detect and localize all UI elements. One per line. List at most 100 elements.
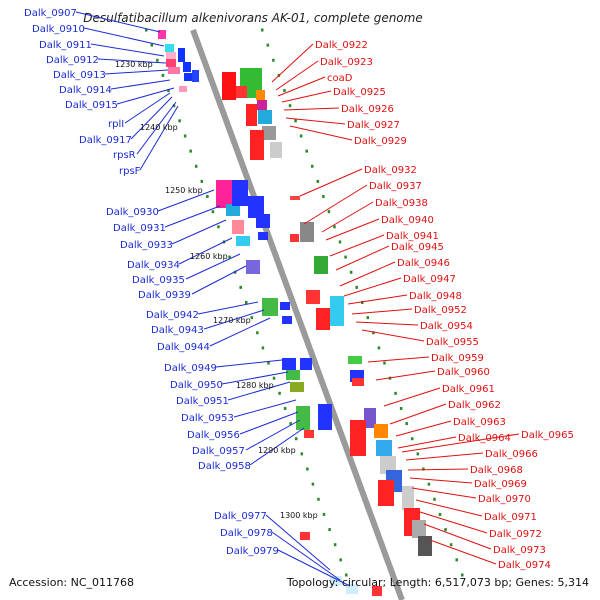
gene-label-dalk-0933[interactable]: Dalk_0933 — [120, 240, 173, 251]
gene-label-dalk-0966[interactable]: Dalk_0966 — [485, 449, 538, 460]
gene-label-dalk-0925[interactable]: Dalk_0925 — [333, 87, 386, 98]
gene-label-dalk-0956[interactable]: Dalk_0956 — [187, 430, 240, 441]
gene-label-dalk-0957[interactable]: Dalk_0957 — [192, 446, 245, 457]
gene-label-dalk-0915[interactable]: Dalk_0915 — [65, 100, 118, 111]
leader-line — [265, 514, 331, 571]
gene-label-dalk-0931[interactable]: Dalk_0931 — [113, 223, 166, 234]
gene-label-dalk-0923[interactable]: Dalk_0923 — [320, 57, 373, 68]
gene-label-dalk-0971[interactable]: Dalk_0971 — [484, 512, 537, 523]
gene-label-dalk-0949[interactable]: Dalk_0949 — [164, 363, 217, 374]
track-tick — [195, 164, 198, 168]
gene-label-dalk-0939[interactable]: Dalk_0939 — [138, 290, 191, 301]
gene-label-dalk-0954[interactable]: Dalk_0954 — [420, 321, 473, 332]
leader-line — [239, 411, 299, 435]
gene-label-dalk-0940[interactable]: Dalk_0940 — [381, 215, 434, 226]
track-tick — [366, 316, 370, 320]
track-tick — [299, 134, 303, 138]
map-title: Desulfatibacillum alkenivorans AK-01, co… — [83, 11, 422, 25]
gene-label-dalk-0960[interactable]: Dalk_0960 — [437, 367, 490, 378]
gene-label-dalk-0962[interactable]: Dalk_0962 — [448, 400, 501, 411]
leader-line — [355, 321, 419, 326]
gene-label-dalk-0946[interactable]: Dalk_0946 — [397, 258, 450, 269]
gene-label-dalk-0914[interactable]: Dalk_0914 — [59, 85, 112, 96]
track-tick — [327, 210, 331, 214]
gene-label-dalk-0972[interactable]: Dalk_0972 — [489, 529, 542, 540]
gene-label-dalk-0938[interactable]: Dalk_0938 — [375, 198, 428, 209]
leader-line — [389, 403, 447, 425]
gene-label-dalk-0941[interactable]: Dalk_0941 — [386, 231, 439, 242]
leader-line — [130, 96, 173, 140]
track-tick — [228, 255, 231, 259]
gene-label-dalk-0958[interactable]: Dalk_0958 — [198, 461, 251, 472]
gene-label-dalk-0964[interactable]: Dalk_0964 — [458, 433, 511, 444]
track-tick — [394, 391, 397, 395]
gene-label-rpsf[interactable]: rpsF — [119, 166, 141, 177]
gene-label-dalk-0926[interactable]: Dalk_0926 — [341, 104, 394, 115]
gene-label-dalk-0955[interactable]: Dalk_0955 — [426, 337, 479, 348]
gene-label-dalk-0912[interactable]: Dalk_0912 — [46, 55, 99, 66]
gene-label-dalk-0963[interactable]: Dalk_0963 — [453, 417, 506, 428]
gene-label-dalk-0922[interactable]: Dalk_0922 — [315, 40, 368, 51]
gene-label-dalk-0947[interactable]: Dalk_0947 — [403, 274, 456, 285]
leader-line — [277, 549, 351, 587]
gene-block — [290, 196, 300, 200]
gene-label-dalk-0934[interactable]: Dalk_0934 — [127, 260, 180, 271]
track-tick — [294, 119, 297, 123]
gene-label-dalk-0911[interactable]: Dalk_0911 — [39, 40, 92, 51]
gene-label-rpli[interactable]: rplI — [108, 119, 124, 130]
track-tick — [344, 255, 347, 259]
track-tick — [272, 58, 275, 62]
leader-line — [185, 253, 241, 280]
track-tick — [295, 437, 298, 441]
gene-label-dalk-0943[interactable]: Dalk_0943 — [151, 325, 204, 336]
gene-label-dalk-0907[interactable]: Dalk_0907 — [24, 8, 77, 19]
gene-label-dalk-0968[interactable]: Dalk_0968 — [470, 465, 523, 476]
leader-line — [405, 452, 484, 461]
gene-label-dalk-0945[interactable]: Dalk_0945 — [391, 242, 444, 253]
gene-label-dalk-0932[interactable]: Dalk_0932 — [364, 165, 417, 176]
gene-block — [270, 142, 282, 158]
gene-label-dalk-0965[interactable]: Dalk_0965 — [521, 430, 574, 441]
gene-label-dalk-0979[interactable]: Dalk_0979 — [226, 546, 279, 557]
gene-label-coad[interactable]: coaD — [327, 73, 353, 84]
gene-label-dalk-0974[interactable]: Dalk_0974 — [498, 560, 551, 571]
leader-line — [277, 76, 326, 97]
gene-label-rpsr[interactable]: rpsR — [113, 150, 136, 161]
gene-label-dalk-0937[interactable]: Dalk_0937 — [369, 181, 422, 192]
gene-label-dalk-0969[interactable]: Dalk_0969 — [474, 479, 527, 490]
gene-label-dalk-0978[interactable]: Dalk_0978 — [220, 528, 273, 539]
gene-label-dalk-0951[interactable]: Dalk_0951 — [176, 396, 229, 407]
gene-label-dalk-0948[interactable]: Dalk_0948 — [409, 291, 462, 302]
leader-line — [90, 43, 165, 57]
gene-label-dalk-0973[interactable]: Dalk_0973 — [493, 545, 546, 556]
gene-block — [304, 430, 314, 438]
gene-label-dalk-0970[interactable]: Dalk_0970 — [478, 494, 531, 505]
track-tick — [283, 89, 286, 93]
gene-label-dalk-0959[interactable]: Dalk_0959 — [431, 353, 484, 364]
leader-line — [157, 189, 215, 212]
track-tick — [444, 528, 447, 532]
leader-line — [423, 523, 492, 550]
track-tick — [211, 210, 215, 214]
gene-label-dalk-0952[interactable]: Dalk_0952 — [414, 305, 467, 316]
gene-label-dalk-0944[interactable]: Dalk_0944 — [157, 342, 210, 353]
leader-line — [401, 433, 520, 453]
gene-label-dalk-0935[interactable]: Dalk_0935 — [132, 275, 185, 286]
gene-label-dalk-0929[interactable]: Dalk_0929 — [354, 136, 407, 147]
gene-label-dalk-0913[interactable]: Dalk_0913 — [53, 70, 106, 81]
leader-line — [164, 205, 221, 228]
gene-block — [280, 302, 290, 310]
gene-block — [282, 358, 296, 370]
gene-label-dalk-0953[interactable]: Dalk_0953 — [181, 413, 234, 424]
gene-block — [374, 424, 388, 438]
gene-label-dalk-0950[interactable]: Dalk_0950 — [170, 380, 223, 391]
gene-label-dalk-0930[interactable]: Dalk_0930 — [106, 207, 159, 218]
gene-block — [248, 196, 264, 218]
gene-label-dalk-0910[interactable]: Dalk_0910 — [32, 24, 85, 35]
gene-label-dalk-0917[interactable]: Dalk_0917 — [79, 135, 132, 146]
gene-label-dalk-0977[interactable]: Dalk_0977 — [214, 511, 267, 522]
gene-label-dalk-0961[interactable]: Dalk_0961 — [442, 384, 495, 395]
gene-label-dalk-0942[interactable]: Dalk_0942 — [146, 310, 199, 321]
track-tick — [338, 240, 342, 244]
gene-label-dalk-0927[interactable]: Dalk_0927 — [347, 120, 400, 131]
